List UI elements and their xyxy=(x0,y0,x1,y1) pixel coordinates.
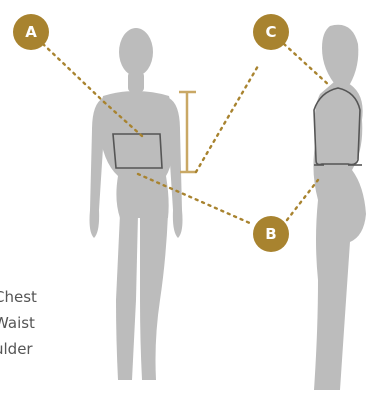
legend-item-waist: Waist xyxy=(0,310,37,336)
legend-item-shoulder: ulder xyxy=(0,336,37,362)
marker-b-label: B xyxy=(265,225,276,243)
marker-c-label: C xyxy=(265,23,276,41)
marker-b: B xyxy=(253,216,289,252)
marker-a-label: A xyxy=(25,23,37,41)
marker-a: A xyxy=(13,14,49,50)
side-body-silhouette xyxy=(313,25,366,390)
front-body-silhouette xyxy=(90,28,183,380)
marker-c: C xyxy=(253,14,289,50)
height-bracket xyxy=(179,92,196,172)
